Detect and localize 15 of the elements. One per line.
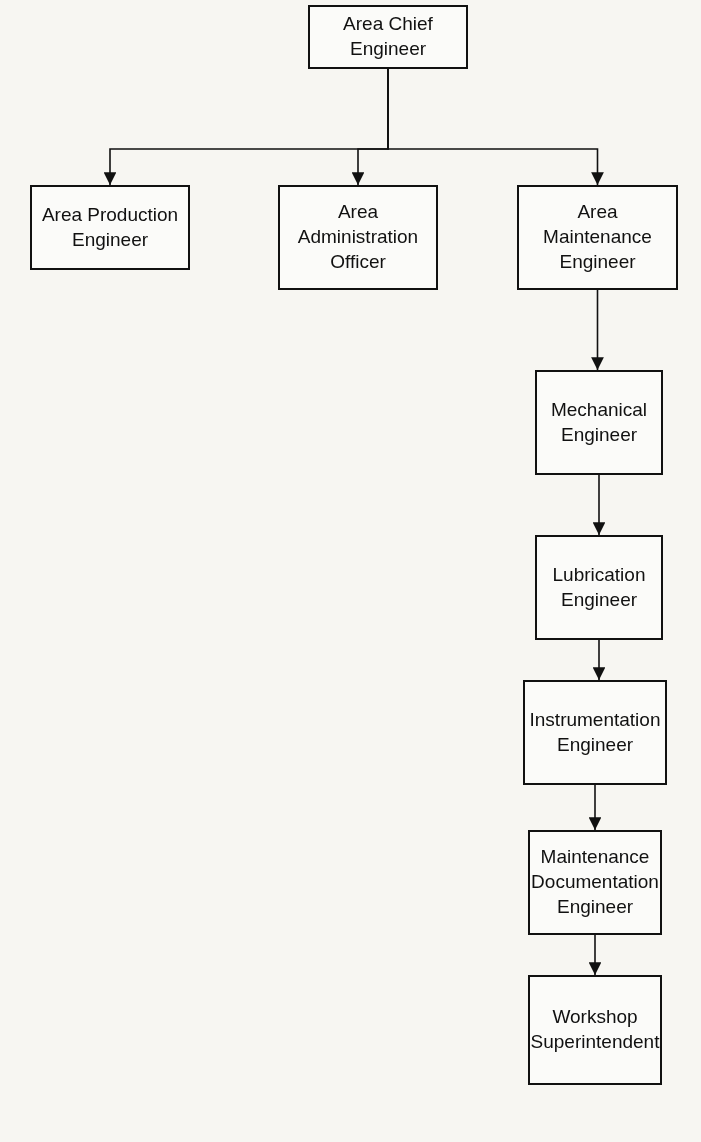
arrow [592, 639, 606, 681]
arrow [588, 934, 602, 976]
role-box: Area Production Engineer [30, 185, 190, 270]
role-box: Maintenance Documentation Engineer [528, 830, 662, 935]
role-box: Area Maintenance Engineer [517, 185, 678, 290]
role-box: Area Administration Officer [278, 185, 438, 290]
role-box: Workshop Superintendent [528, 975, 662, 1085]
arrow [588, 784, 602, 831]
arrow [591, 289, 604, 371]
role-box: Area Chief Engineer [308, 5, 468, 69]
arrow [387, 68, 604, 186]
role-box: Lubrication Engineer [535, 535, 663, 640]
arrow [592, 474, 606, 536]
role-box: Instrumentation Engineer [523, 680, 667, 785]
role-box: Mechanical Engineer [535, 370, 663, 475]
